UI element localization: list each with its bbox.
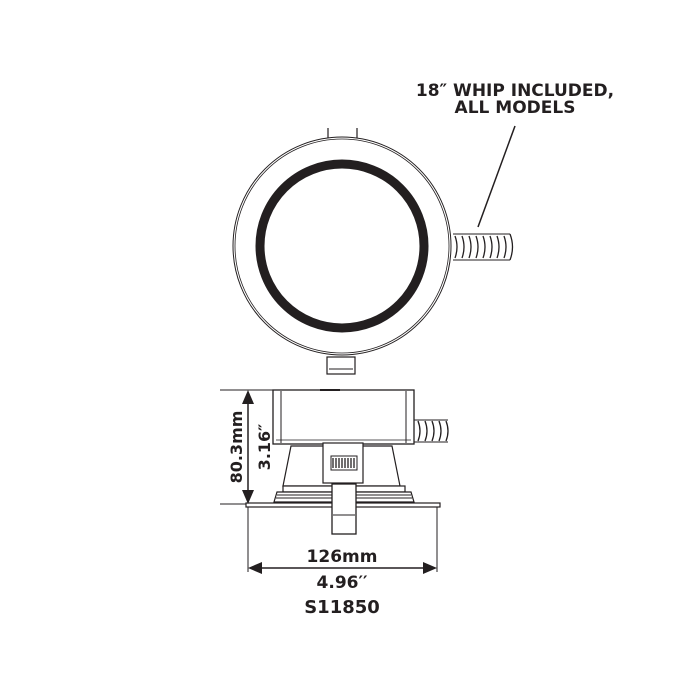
callout-line2: ALL MODELS (455, 98, 576, 118)
width-dimension: 126mm 4.96′′ (247, 507, 438, 593)
top-view (232, 128, 514, 375)
callout-leader-line (477, 125, 516, 228)
trim-ring (255, 159, 429, 333)
height-in-label: 3.16″ (255, 424, 274, 471)
height-dimension: 80.3mm 3.16″ (220, 389, 274, 505)
flex-conduit-top (453, 233, 514, 261)
width-in-label: 4.96′′ (317, 573, 368, 593)
clip-bracket (331, 483, 357, 535)
callout-line1: 18″ WHIP INCLUDED, (416, 81, 614, 101)
junction-tab (326, 356, 356, 375)
junction-box (272, 389, 415, 445)
model-number: S11850 (304, 597, 380, 618)
height-mm-label: 80.3mm (227, 411, 246, 484)
width-mm-label: 126mm (307, 547, 378, 567)
side-view (245, 389, 449, 535)
